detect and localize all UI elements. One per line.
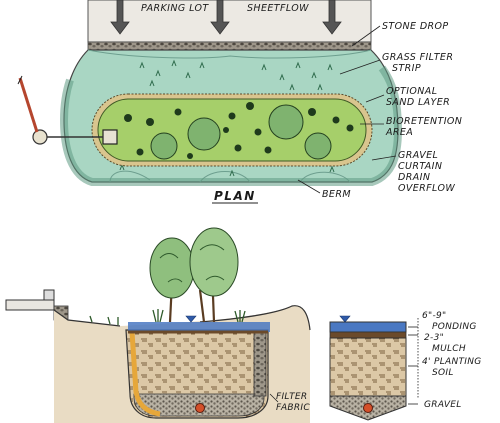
tree-canopy-section — [149, 237, 195, 299]
pavement-section — [5, 299, 55, 311]
flow-arrow-3 — [322, 0, 342, 35]
sheetflow-label: SHEETFLOW — [247, 3, 309, 14]
gravel-layer-label: GRAVEL — [424, 400, 462, 410]
section-trees — [149, 227, 239, 323]
overflow-inlet-box — [102, 129, 118, 145]
detail-mulch — [329, 331, 407, 339]
tree-canopy-plan — [304, 132, 332, 160]
stone-drop-strip — [87, 41, 372, 51]
curtain-label: CURTAIN — [398, 161, 442, 172]
grass-tufts — [119, 59, 335, 177]
parking-lot-pavement — [87, 0, 372, 43]
filter-fabric-label-2: FABRIC — [276, 403, 310, 413]
planting-soil-label: 4' PLANTING — [422, 357, 482, 367]
parking-lot-label: PARKING LOT — [141, 3, 209, 14]
detail-ponding — [329, 321, 407, 333]
ponding-depth-label: 6"-9" — [422, 311, 446, 321]
detail-soil — [329, 337, 407, 397]
water-level-marker — [185, 315, 197, 323]
sand-layer-label-2: SAND LAYER — [386, 97, 450, 108]
grass-filter-label: GRASS FILTER — [382, 52, 453, 63]
detail-water-marker — [339, 315, 351, 323]
detail-underdrain — [363, 403, 373, 413]
plan-vegetation — [124, 102, 354, 160]
berm-label: BERM — [322, 189, 351, 200]
tree-canopy-plan — [187, 117, 221, 151]
gravel-curtain-drain — [253, 329, 267, 397]
bioretention-label: BIORETENTION — [386, 116, 462, 127]
curb — [43, 289, 55, 301]
underdrain-pipe — [195, 403, 205, 413]
tree-canopy-section — [189, 227, 239, 297]
mulch-depth-label: 2-3" — [424, 333, 444, 343]
ponding-water — [128, 322, 270, 332]
section-view: 6"-9" PONDING 2-3" MULCH 4' PLANTING SOI… — [5, 227, 482, 423]
sheetflow-arrows — [110, 0, 342, 35]
layer-detail: 6"-9" PONDING 2-3" MULCH 4' PLANTING SOI… — [329, 311, 482, 421]
flow-arrow-1 — [110, 0, 130, 35]
outlet-manhole — [32, 129, 48, 145]
tree-canopy-plan — [150, 132, 178, 160]
filter-fabric-label: FILTER — [276, 392, 307, 402]
sand-curtain-edge — [129, 331, 161, 417]
plan-title: PLAN — [214, 189, 256, 203]
soil-label: SOIL — [432, 368, 454, 378]
drain-label: DRAIN — [398, 172, 430, 183]
section-grasses — [89, 309, 246, 325]
berm-ring — [59, 65, 403, 186]
overflow-label: OVERFLOW — [398, 183, 455, 194]
grass-filter-label-2: STRIP — [392, 63, 421, 74]
tree-canopy-plan — [268, 104, 304, 140]
mulch-label: MULCH — [432, 344, 466, 354]
ponding-label: PONDING — [432, 322, 477, 332]
gravel-label: GRAVEL — [398, 150, 438, 161]
outlet-pipe-red — [18, 77, 39, 133]
flow-arrow-2 — [210, 0, 230, 35]
plan-view: PARKING LOT SHEETFLOW — [17, 0, 462, 204]
sand-layer-label: OPTIONAL — [386, 86, 437, 97]
bioretention-label-2: AREA — [385, 127, 413, 138]
stone-drop-label: STONE DROP — [382, 21, 449, 32]
